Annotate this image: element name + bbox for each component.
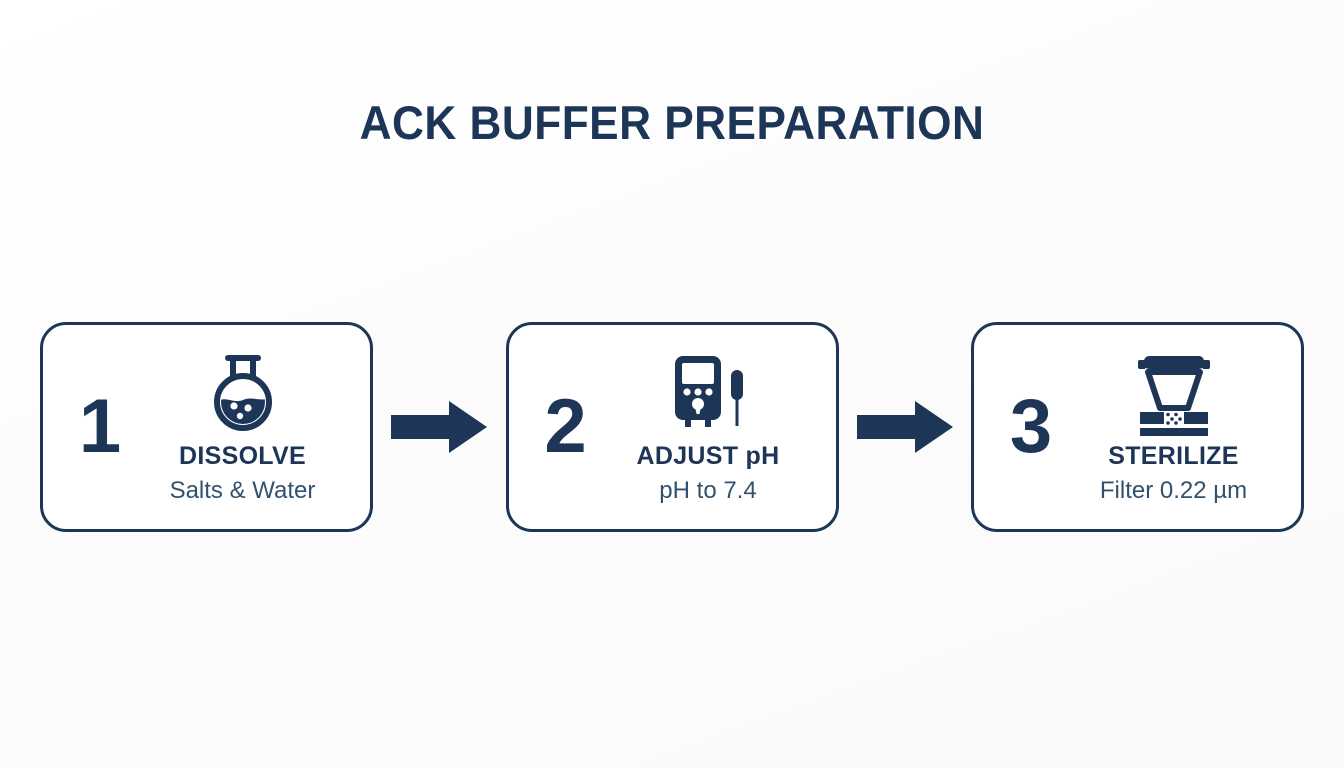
- steps-row: 1: [40, 322, 1304, 532]
- arrow-right-icon: [391, 401, 488, 453]
- flask-icon: [203, 350, 283, 436]
- step-subtitle-2: pH to 7.4: [659, 476, 757, 504]
- step-title-3: STERILIZE: [1108, 441, 1239, 470]
- step-subtitle-1: Salts & Water: [169, 476, 316, 504]
- arrow-right-icon: [856, 401, 953, 453]
- step-number-2: 2: [544, 384, 587, 469]
- step-subtitle-3: Filter 0.22 µm: [1099, 476, 1248, 504]
- step-number-1: 1: [78, 384, 122, 469]
- step-card-3[interactable]: 3: [971, 322, 1304, 532]
- page-title: ACK BUFFER PREPARATION: [359, 96, 985, 149]
- step-number-3: 3: [1009, 384, 1053, 469]
- ph-meter-icon: [665, 350, 751, 436]
- connector-arrow-1: [391, 401, 488, 453]
- step-card-2[interactable]: 2: [505, 322, 839, 532]
- filter-funnel-icon: [1130, 350, 1218, 436]
- step-content-2: ADJUST pH pH to 7.4: [595, 350, 836, 504]
- step-title-1: DISSOLVE: [179, 441, 306, 470]
- step-content-3: STERILIZE Filter 0.22 µm: [1060, 350, 1301, 504]
- step-card-1[interactable]: 1: [40, 322, 373, 532]
- connector-arrow-2: [856, 401, 953, 453]
- step-content-1: DISSOLVE Salts & Water: [129, 350, 370, 504]
- step-title-2: ADJUST pH: [636, 441, 780, 470]
